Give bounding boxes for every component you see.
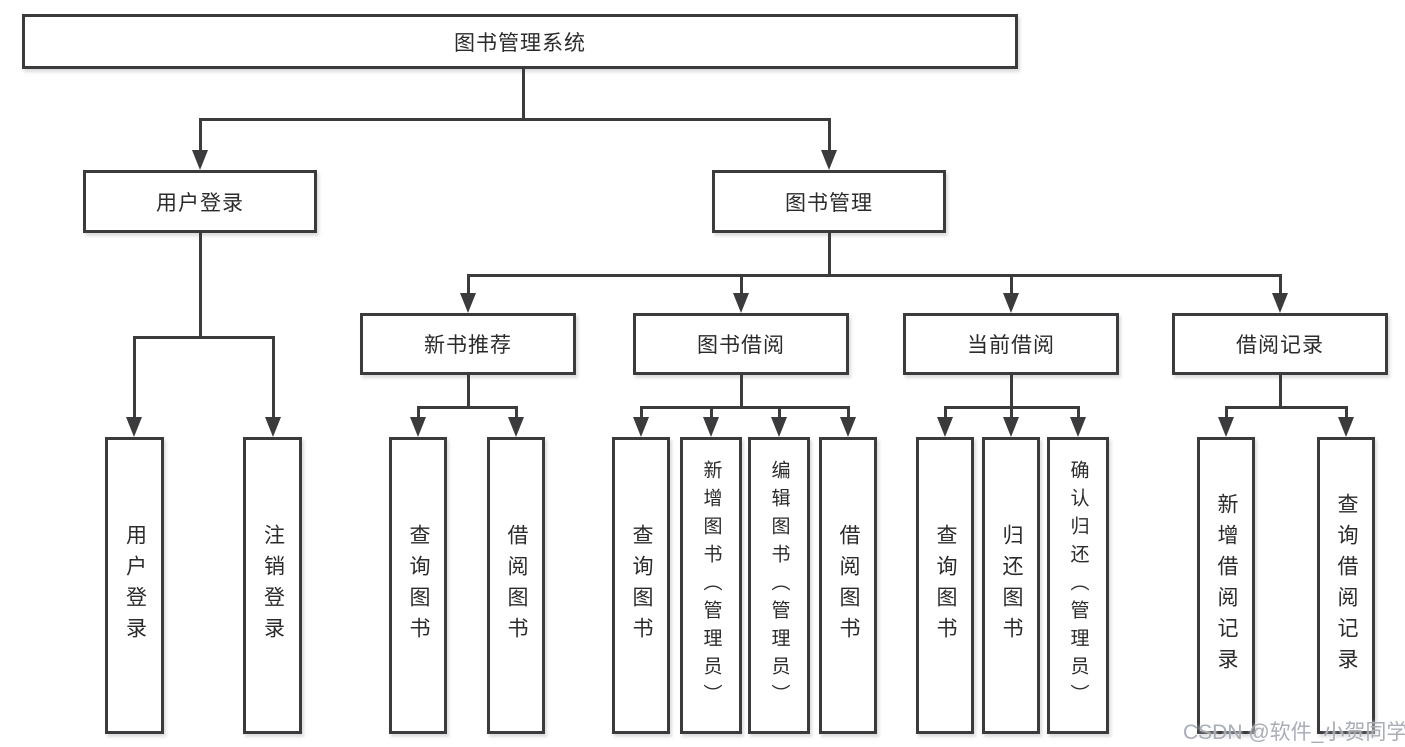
node-borrowing-records: 借阅记录 <box>1172 313 1388 375</box>
leaf-query-books-recommend: 查询图书 <box>389 437 447 734</box>
connector-line <box>944 406 947 419</box>
connector-line <box>417 406 420 419</box>
leaf-label: 借阅图书 <box>505 523 528 648</box>
connector-line <box>515 406 518 419</box>
connector-line <box>740 375 743 408</box>
leaf-label: 注销登录 <box>261 523 285 648</box>
arrowhead-down-icon <box>1272 293 1288 313</box>
leaf-borrow-books-recommend: 借阅图书 <box>487 437 545 734</box>
node-current-borrowing: 当前借阅 <box>903 313 1119 375</box>
node-label: 借阅记录 <box>1236 334 1324 357</box>
connector-line <box>467 274 470 296</box>
connector-line <box>1279 274 1282 296</box>
connector-line <box>740 274 743 296</box>
connector-line <box>199 118 831 121</box>
leaf-user-login: 用户登录 <box>105 437 164 734</box>
arrowhead-down-icon <box>771 417 787 437</box>
leaf-label: 查询图书 <box>934 523 957 648</box>
connector-line <box>640 406 643 419</box>
arrowhead-down-icon <box>703 417 719 437</box>
node-new-book-recommend: 新书推荐 <box>360 313 576 375</box>
arrowhead-down-icon <box>192 150 208 170</box>
arrowhead-down-icon <box>1338 417 1354 437</box>
arrowhead-down-icon <box>508 417 524 437</box>
connector-line <box>778 406 781 419</box>
node-book-borrowing: 图书借阅 <box>633 313 849 375</box>
leaf-label: 确认归还（管理员） <box>1067 459 1089 712</box>
arrowhead-down-icon <box>937 417 953 437</box>
leaf-add-borrow-record: 新增借阅记录 <box>1197 437 1255 734</box>
node-label: 图书管理系统 <box>454 31 586 55</box>
arrowhead-down-icon <box>633 417 649 437</box>
arrowhead-down-icon <box>460 293 476 313</box>
connector-line <box>1077 406 1080 419</box>
csdn-watermark: CSDN @软件_小贺同学 <box>1183 721 1405 744</box>
arrowhead-down-icon <box>1218 417 1234 437</box>
connector-line <box>467 375 470 408</box>
connector-line <box>828 118 831 152</box>
connector-line <box>710 406 713 419</box>
connector-line <box>828 233 831 277</box>
connector-line <box>199 118 202 152</box>
node-label: 用户登录 <box>156 191 244 215</box>
connector-line <box>522 69 525 120</box>
leaf-borrow-books-borrowing: 借阅图书 <box>819 437 877 734</box>
arrowhead-down-icon <box>840 417 856 437</box>
connector-line <box>640 406 850 409</box>
connector-line <box>1279 375 1282 408</box>
leaf-query-books-current: 查询图书 <box>916 437 974 734</box>
node-user-login: 用户登录 <box>83 170 317 233</box>
leaf-add-book-admin: 新增图书（管理员） <box>680 437 742 734</box>
arrowhead-down-icon <box>126 417 142 437</box>
node-label: 图书借阅 <box>697 334 785 357</box>
node-label: 图书管理 <box>785 191 873 215</box>
leaf-label: 新增借阅记录 <box>1215 492 1238 679</box>
connector-line <box>272 336 275 419</box>
node-label: 当前借阅 <box>967 334 1055 357</box>
connector-line <box>1010 406 1013 419</box>
leaf-label: 查询借阅记录 <box>1335 492 1358 679</box>
connector-line <box>1345 406 1348 419</box>
arrowhead-down-icon <box>1003 293 1019 313</box>
node-root-library-system: 图书管理系统 <box>22 14 1018 69</box>
arrowhead-down-icon <box>1003 417 1019 437</box>
leaf-label: 借阅图书 <box>837 523 860 648</box>
node-label: 新书推荐 <box>424 334 512 357</box>
leaf-query-borrow-record: 查询借阅记录 <box>1317 437 1375 734</box>
leaf-logout: 注销登录 <box>243 437 302 734</box>
leaf-edit-book-admin: 编辑图书（管理员） <box>748 437 810 734</box>
connector-line <box>1010 274 1013 296</box>
connector-line <box>1225 406 1228 419</box>
leaf-label: 用户登录 <box>123 523 147 648</box>
connector-line <box>847 406 850 419</box>
leaf-label: 查询图书 <box>630 523 653 648</box>
connector-line <box>133 336 136 419</box>
connector-line <box>417 406 518 409</box>
node-book-management: 图书管理 <box>712 170 946 233</box>
connector-line <box>133 336 275 339</box>
connector-line <box>1225 406 1348 409</box>
arrowhead-down-icon <box>265 417 281 437</box>
leaf-label: 新增图书（管理员） <box>700 459 722 712</box>
leaf-return-book: 归还图书 <box>982 437 1040 734</box>
arrowhead-down-icon <box>821 150 837 170</box>
arrowhead-down-icon <box>733 293 749 313</box>
arrowhead-down-icon <box>410 417 426 437</box>
connector-line <box>467 274 1282 277</box>
leaf-label: 归还图书 <box>1000 523 1023 648</box>
leaf-query-books-borrowing: 查询图书 <box>612 437 670 734</box>
leaf-label: 编辑图书（管理员） <box>768 459 790 712</box>
connector-line <box>199 233 202 338</box>
leaf-label: 查询图书 <box>407 523 430 648</box>
arrowhead-down-icon <box>1070 417 1086 437</box>
leaf-confirm-return-admin: 确认归还（管理员） <box>1047 437 1109 734</box>
connector-line <box>1010 375 1013 408</box>
